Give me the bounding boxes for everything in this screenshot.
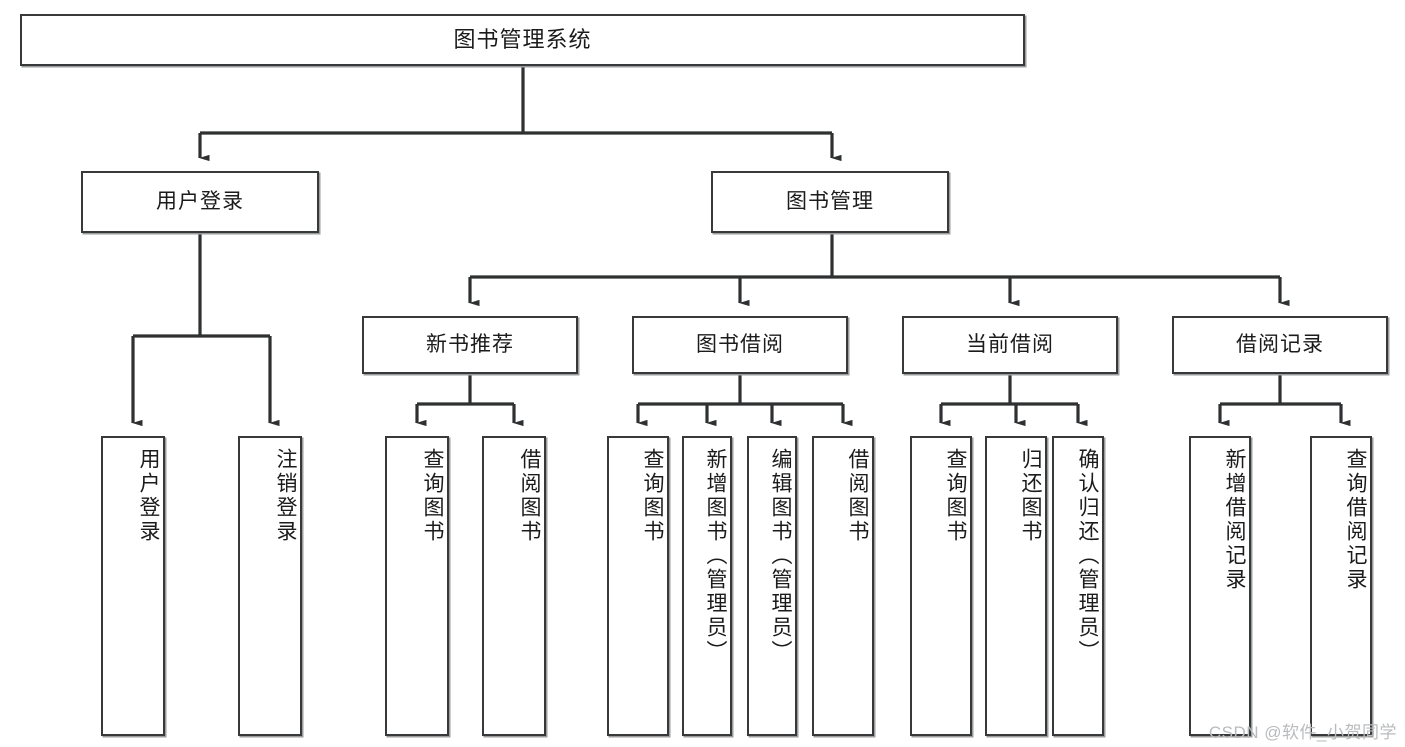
- node-new-book-recommend[interactable]: 新书推荐: [362, 316, 578, 374]
- leaf-label: 新增图书（管理员）: [704, 448, 727, 664]
- node-leaf-query-borrow-record[interactable]: 查询借阅记录: [1310, 436, 1372, 736]
- leaf-label: 用户登录: [137, 448, 160, 544]
- node-leaf-borrow-book[interactable]: 借阅图书: [812, 436, 874, 736]
- node-leaf-confirm-return-admin[interactable]: 确认归还（管理员）: [1052, 436, 1104, 736]
- leaf-label: 查询图书: [944, 448, 967, 544]
- node-book-manage[interactable]: 图书管理: [711, 171, 949, 233]
- node-leaf-return-book[interactable]: 归还图书: [985, 436, 1047, 736]
- node-leaf-query-book-recommend[interactable]: 查询图书: [385, 436, 449, 736]
- leaf-label: 查询借阅记录: [1344, 448, 1367, 592]
- leaf-label: 借阅图书: [846, 448, 869, 544]
- leaf-label: 借阅图书: [518, 448, 541, 544]
- leaf-label: 注销登录: [274, 448, 297, 544]
- node-current-borrow[interactable]: 当前借阅: [902, 316, 1118, 374]
- node-leaf-logout[interactable]: 注销登录: [238, 436, 302, 736]
- node-leaf-borrow-book-recommend[interactable]: 借阅图书: [482, 436, 546, 736]
- node-leaf-query-book-current[interactable]: 查询图书: [910, 436, 972, 736]
- node-leaf-user-login[interactable]: 用户登录: [101, 436, 165, 736]
- node-leaf-query-book-borrow[interactable]: 查询图书: [607, 436, 669, 736]
- leaf-label: 查询图书: [641, 448, 664, 544]
- node-leaf-add-borrow-record[interactable]: 新增借阅记录: [1189, 436, 1251, 736]
- leaf-label: 归还图书: [1019, 448, 1042, 544]
- node-user-login[interactable]: 用户登录: [81, 171, 319, 233]
- leaf-label: 编辑图书（管理员）: [769, 448, 792, 664]
- watermark: CSDN @软件_小贺同学: [1208, 723, 1397, 742]
- node-root[interactable]: 图书管理系统: [20, 14, 1025, 66]
- leaf-label: 查询图书: [421, 448, 444, 544]
- node-book-borrow[interactable]: 图书借阅: [632, 316, 848, 374]
- leaf-label: 新增借阅记录: [1223, 448, 1246, 592]
- node-leaf-add-book-admin[interactable]: 新增图书（管理员）: [682, 436, 732, 736]
- leaf-label: 确认归还（管理员）: [1076, 448, 1099, 664]
- node-leaf-edit-book-admin[interactable]: 编辑图书（管理员）: [747, 436, 797, 736]
- node-borrow-record[interactable]: 借阅记录: [1172, 316, 1388, 374]
